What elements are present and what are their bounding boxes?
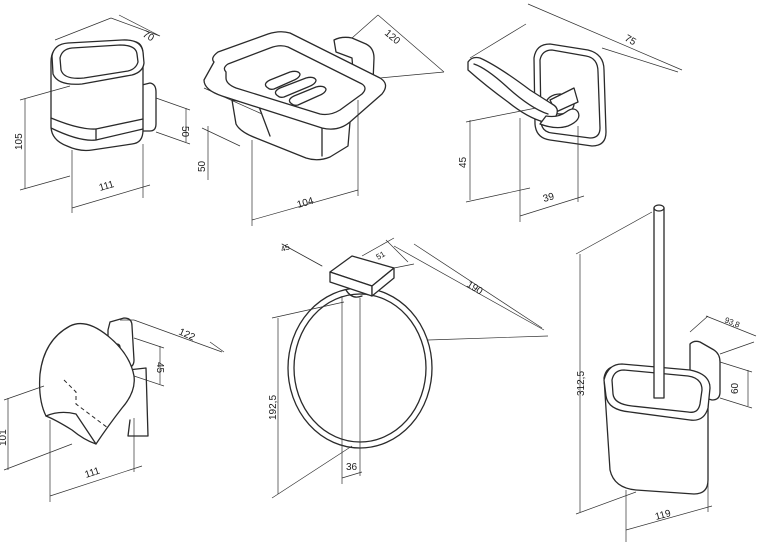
towel-ring-dim-45: 45 <box>280 242 292 254</box>
hook-dim-45-lines <box>465 107 537 203</box>
brush-dim-60: 60 <box>730 382 741 394</box>
cup-holder-rim-inner <box>59 44 139 79</box>
towel-ring-connector <box>345 289 363 298</box>
soap-dish-dim-104: 104 <box>296 196 315 211</box>
hook-arm-ridge <box>473 63 549 115</box>
soap-dish-dim-50-lines <box>201 87 263 180</box>
paper-holder-dim-45: 45 <box>154 362 165 374</box>
paper-holder-dim-111-lines <box>49 418 143 502</box>
hook-wall-plate-inner <box>539 49 601 139</box>
paper-holder-dim-45-lines <box>133 337 165 387</box>
towel-ring-dim-36-lines <box>341 296 363 484</box>
hook-dim-39-lines <box>519 118 585 222</box>
towel-ring-mount-side <box>371 267 395 297</box>
paper-holder-dim-122-lines <box>120 319 225 353</box>
paper-holder-dim-122: 122 <box>177 327 197 344</box>
soap-dish-slot-2 <box>274 76 317 98</box>
towel-ring-dim-51: 51 <box>375 249 388 262</box>
soap-dish-slot-1 <box>264 70 301 90</box>
soap-dish-dim-120-lines <box>351 14 445 79</box>
soap-dish-base-edges <box>257 103 323 157</box>
paper-holder-dim-111: 111 <box>84 466 102 481</box>
hook-tip <box>539 108 580 129</box>
cup-holder: 70 105 50 111 <box>14 14 191 213</box>
paper-holder: 122 45 101 111 <box>0 317 225 502</box>
cup-holder-dim-105-lines <box>19 85 71 191</box>
towel-ring: 45 51 190 192,5 36 <box>268 237 549 499</box>
hook-dim-45: 45 <box>458 156 469 168</box>
paper-holder-dim-101-lines <box>3 385 73 471</box>
hook-dim-75-lines <box>469 3 683 73</box>
toilet-brush: 312,5 93,8 60 119 <box>575 204 757 542</box>
towel-ring-dim-45-leader <box>281 243 323 267</box>
hook-dim-75: 75 <box>623 33 639 48</box>
brush-dim-119-lines <box>625 480 713 542</box>
hook-dim-39: 39 <box>542 191 556 205</box>
soap-dish-dim-104-lines <box>251 100 359 226</box>
brush-dim-119: 119 <box>654 508 673 523</box>
cup-holder-dim-111: 111 <box>98 179 116 194</box>
brush-dim-93-lines <box>689 315 757 355</box>
towel-ring-dim-36: 36 <box>346 462 358 473</box>
towel-ring-dim-192-lines <box>271 301 353 499</box>
brush-container-rim-inner <box>611 369 703 413</box>
towel-ring-dim-192-5: 192,5 <box>268 395 279 420</box>
cup-holder-dim-70: 70 <box>141 29 157 44</box>
brush-handle-cap <box>653 204 665 212</box>
robe-hook: 75 45 39 <box>458 3 683 222</box>
soap-dish-tray-inner <box>223 45 366 116</box>
towel-ring-dim-190-lines <box>393 243 549 341</box>
paper-holder-arm <box>127 367 149 437</box>
paper-holder-dim-101: 101 <box>0 429 9 446</box>
paper-holder-roll-hidden <box>63 379 109 429</box>
towel-ring-dim-51-lines <box>361 237 415 269</box>
soap-dish: 120 50 104 <box>197 14 445 226</box>
soap-dish-dim-120: 120 <box>382 28 402 47</box>
cup-holder-dim-111-lines <box>71 144 151 213</box>
brush-dim-60-lines <box>719 361 753 409</box>
brush-dim-312-5: 312,5 <box>576 371 587 396</box>
paper-holder-cover-edge <box>45 411 97 445</box>
soap-dish-slot-3 <box>288 85 327 106</box>
brush-handle <box>653 207 665 399</box>
cup-holder-dim-50: 50 <box>179 126 190 138</box>
cup-holder-dim-105: 105 <box>14 133 25 150</box>
cup-holder-dim-70-lines <box>54 14 161 41</box>
cup-holder-rim <box>51 39 145 85</box>
soap-dish-dim-50: 50 <box>197 160 208 172</box>
cup-holder-dim-50-lines <box>155 97 191 145</box>
brush-dim-93-8: 93,8 <box>723 316 741 330</box>
